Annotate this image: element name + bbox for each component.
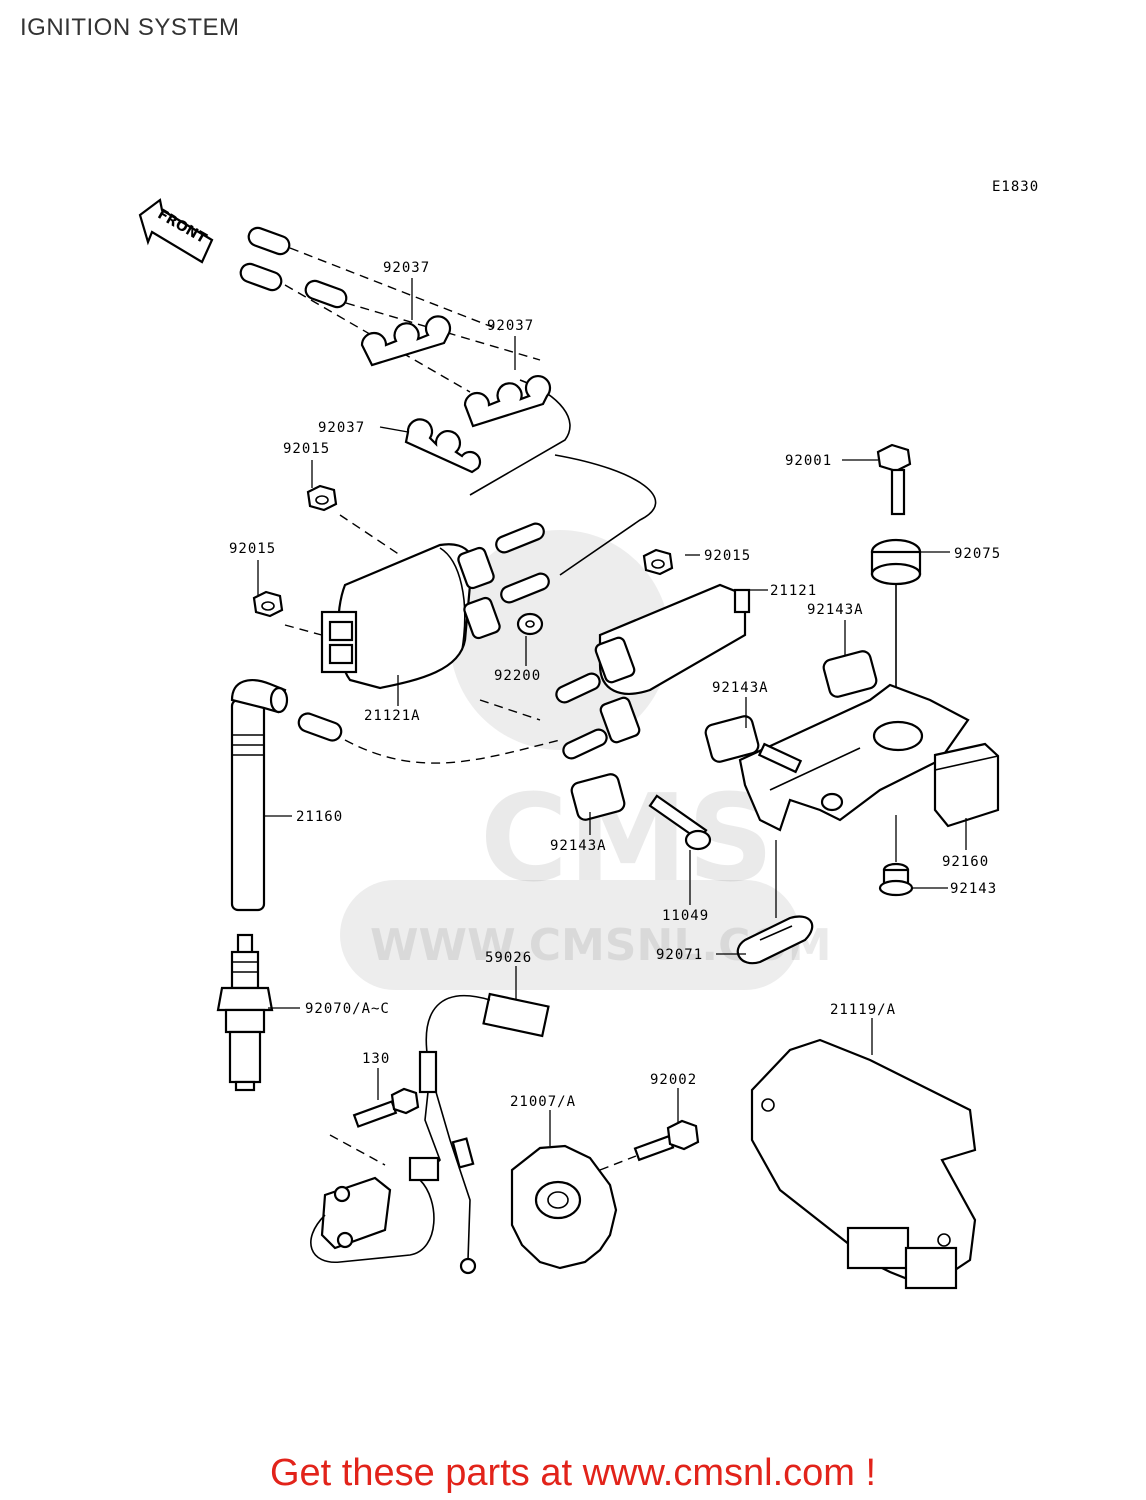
- label-21160: 21160: [296, 809, 343, 825]
- label-59026: 59026: [485, 950, 532, 966]
- leader-lines: [257, 278, 967, 1146]
- label-92070: 92070/A~C: [305, 1001, 390, 1017]
- label-21007: 21007/A: [510, 1094, 576, 1110]
- label-92143a-3: 92143A: [550, 838, 607, 854]
- front-arrow-icon: FRONT: [138, 198, 214, 264]
- page-title: IGNITION SYSTEM: [20, 14, 240, 41]
- spacer-92143a-3: [570, 773, 626, 821]
- label-21121: 21121: [770, 583, 817, 599]
- label-92037-upper: 92037: [383, 260, 430, 276]
- watermark-logo: CMS: [480, 770, 774, 909]
- label-21121a: 21121A: [364, 708, 421, 724]
- label-92075: 92075: [954, 546, 1001, 562]
- plug-cap-21160: [230, 679, 343, 912]
- part-labels: 92037 92037 92037 92015 92015 92015 9200…: [229, 260, 1001, 1110]
- grommet-92075: [870, 538, 922, 690]
- timing-rotor-21007: [510, 1144, 618, 1270]
- label-92143a-1: 92143A: [807, 602, 864, 618]
- nut-92015-b: [252, 590, 284, 618]
- label-92143: 92143: [950, 881, 997, 897]
- label-92015-a: 92015: [283, 441, 330, 457]
- bolt-92002: [599, 1119, 700, 1171]
- nut-92015-a: [306, 484, 338, 512]
- nut-92015-c: [642, 548, 674, 576]
- grommet-92071: [736, 840, 814, 965]
- label-92160: 92160: [942, 854, 989, 870]
- label-92071: 92071: [656, 947, 703, 963]
- ignition-coil-21121: [555, 583, 751, 760]
- washer-92200: [516, 612, 544, 636]
- screw-bracket: [757, 742, 803, 774]
- igniter-21119: [750, 1038, 977, 1290]
- clamp-92037-lower: [404, 418, 482, 474]
- collar-92143: [878, 815, 914, 897]
- label-92015-c: 92015: [704, 548, 751, 564]
- label-92037-middle: 92037: [487, 318, 534, 334]
- label-92037-lower: 92037: [318, 420, 365, 436]
- damper-92160: [933, 742, 1000, 828]
- clamp-92037-middle: [463, 374, 552, 428]
- label-21119: 21119/A: [830, 1002, 896, 1018]
- label-11049: 11049: [662, 908, 709, 924]
- label-92001: 92001: [785, 453, 832, 469]
- spacer-92143a-1: [822, 650, 878, 698]
- pickup-coil-assembly: [310, 992, 550, 1275]
- watermark: CMS WWW.CMSNL.COM: [340, 530, 832, 990]
- ignition-coil-21121a: [320, 522, 550, 690]
- clamp-92037-upper: [360, 315, 452, 367]
- coil-bracket: [738, 683, 970, 832]
- label-130: 130: [362, 1051, 390, 1067]
- spacer-92143a-2: [704, 715, 760, 763]
- plug-leads: [239, 226, 657, 764]
- spark-plug-92070: [216, 933, 274, 1092]
- footer-link-text[interactable]: Get these parts at www.cmsnl.com !: [269, 1452, 877, 1494]
- label-92200: 92200: [494, 668, 541, 684]
- label-92015-b: 92015: [229, 541, 276, 557]
- diagram-code: E1830: [992, 179, 1039, 195]
- label-92143a-2: 92143A: [712, 680, 769, 696]
- bolt-11049: [648, 794, 712, 851]
- bolt-92001: [876, 443, 912, 516]
- label-92002: 92002: [650, 1072, 697, 1088]
